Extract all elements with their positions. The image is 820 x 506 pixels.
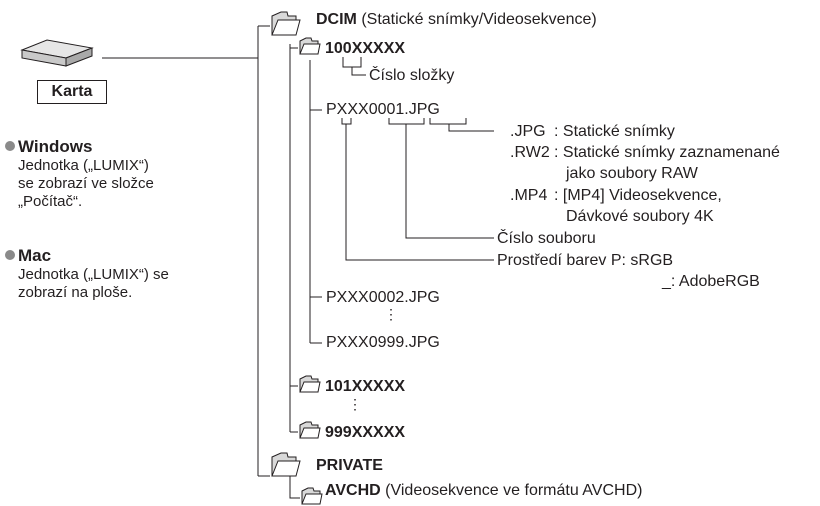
dcim-folder-label: DCIM (Statické snímky/Videosekvence) [316,11,597,28]
bullet-icon [5,141,15,151]
card-label: Karta [37,80,107,104]
folder-100-label: 100XXXXX [325,40,406,57]
folder-icon [301,487,323,505]
color-space-label: Prostředí barev P: sRGB [497,252,674,269]
folder-999-label: 999XXXXX [325,424,406,441]
folder-icon [299,421,321,439]
folder-number-annotation: Číslo složky [369,67,455,84]
ext-mp4-desc-cont: Dávkové soubory 4K [566,208,714,225]
folder-ellipsis: ⋮ [348,396,362,412]
mac-heading: Mac [5,246,51,266]
folder-icon [299,37,321,55]
avchd-folder-label: AVCHD (Videosekvence ve formátu AVCHD) [325,482,643,499]
windows-heading: Windows [5,137,92,157]
ext-rw2: .RW2 [510,144,550,161]
mac-note: Jednotka („LUMIX“) se zobrazí na ploše. [18,266,169,301]
folder-icon [271,11,301,36]
folder-icon [271,452,301,477]
ext-jpg-desc: : Statické snímky [554,123,675,140]
folder-icon [299,375,321,393]
private-folder-label: PRIVATE [316,457,383,474]
folder-101-label: 101XXXXX [325,378,406,395]
ext-rw2-desc-cont: jako soubory RAW [566,165,698,182]
ext-mp4-desc: : [MP4] Videosekvence, [554,187,722,204]
ext-mp4: .MP4 [510,187,548,204]
bullet-icon [5,250,15,260]
windows-note: Jednotka („LUMIX“) se zobrazí ve složce … [18,157,154,210]
file-number-label: Číslo souboru [497,230,596,247]
file-name-last: PXXX0999.JPG [326,334,440,351]
ext-rw2-desc: : Statické snímky zaznamenané [554,144,780,161]
file-name-second: PXXX0002.JPG [326,289,440,306]
sd-card-reader-icon [20,39,94,67]
file-name-first: PXXX0001.JPG [326,101,440,118]
color-space-adobe: _: AdobeRGB [662,273,760,290]
ext-jpg: .JPG [510,123,546,140]
file-ellipsis: ⋮ [384,306,398,322]
